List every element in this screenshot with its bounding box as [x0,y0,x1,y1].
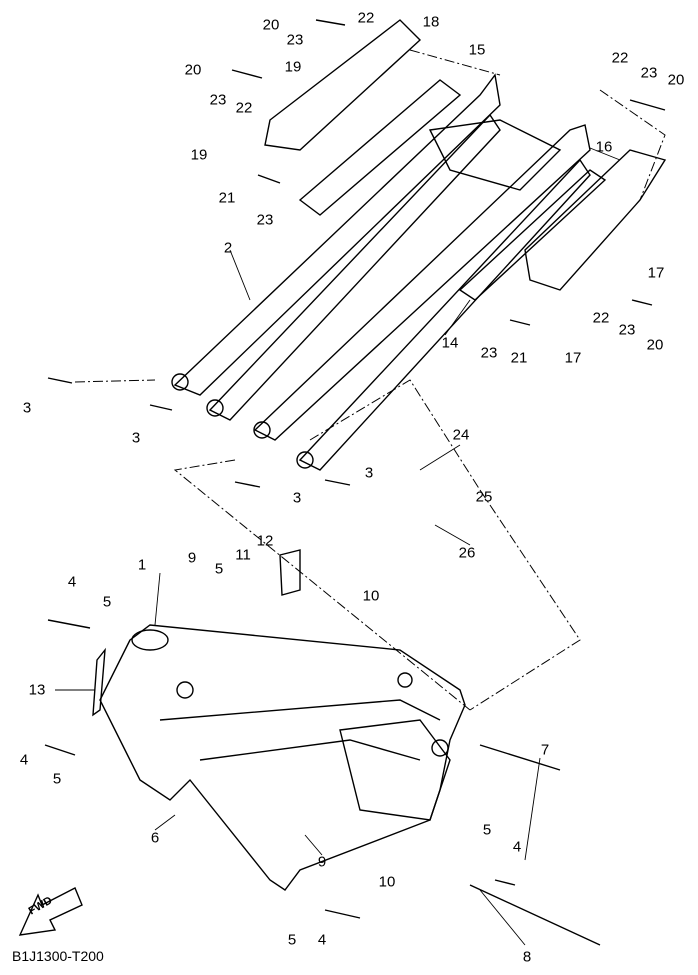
callout-number: 24 [452,426,470,444]
callout-number: 18 [422,13,440,31]
callout-number: 13 [28,681,46,699]
callout-number: 5 [482,821,492,839]
callout-number: 17 [564,349,582,367]
callout-number: 23 [209,91,227,109]
callout-number: 4 [19,751,29,769]
bolts [44,19,666,946]
callout-number: 4 [317,931,327,949]
callout-number: 5 [214,560,224,578]
callout-number: 20 [646,336,664,354]
callout-number: 19 [190,146,208,164]
callout-number: 5 [102,593,112,611]
callout-number: 7 [540,741,550,759]
callout-number: 20 [262,16,280,34]
fwd-arrow-icon [18,887,83,936]
plate-13 [92,647,106,717]
callout-number: 16 [595,138,613,156]
diagram-code: B1J1300-T200 [12,948,104,964]
callout-number: 20 [667,71,685,89]
callout-number: 23 [256,211,274,229]
callout-number: 21 [218,189,236,207]
callout-number: 22 [357,9,375,27]
callout-number: 11 [235,546,251,564]
leader-lines [74,49,666,711]
callout-number: 26 [458,544,476,562]
callout-number: 6 [150,829,160,847]
bracket-14 [458,169,607,301]
callout-number: 23 [480,344,498,362]
rear-frame-left-rail [171,73,501,421]
callout-number: 3 [22,399,32,417]
callout-number: 8 [522,948,532,966]
callout-number: 2 [223,239,233,257]
callout-number: 10 [378,873,396,891]
callout-number: 5 [287,931,297,949]
label-sticker [279,549,301,596]
callout-number: 22 [235,99,253,117]
callout-number: 20 [184,61,202,79]
callout-number: 12 [256,532,274,550]
callout-number: 4 [512,838,522,856]
callout-leaders [55,147,621,946]
callout-number: 9 [317,853,327,871]
callout-number: 23 [618,321,636,339]
callout-number: 25 [475,488,493,506]
callout-number: 15 [468,41,486,59]
callout-number: 4 [67,573,77,591]
callout-number: 1 [137,556,147,574]
callout-number: 5 [52,770,62,788]
callout-number: 17 [647,264,665,282]
callout-number: 21 [510,349,528,367]
bracket-15 [298,79,462,216]
callout-number: 3 [364,464,374,482]
grab-bar-right [524,149,667,291]
callout-number: 19 [284,58,302,76]
callout-number: 22 [592,309,610,327]
callout-number: 3 [131,429,141,447]
callout-number: 3 [292,489,302,507]
main-frame [99,624,466,891]
rear-frame-right-rail [253,124,591,471]
cross-bracket [428,119,562,191]
callout-number: 9 [187,549,197,567]
callout-number: 14 [441,334,459,352]
callout-number: 23 [640,64,658,82]
callout-number: 23 [286,31,304,49]
grab-bar-left [264,19,422,151]
callout-number: 10 [362,587,380,605]
callout-number: 22 [611,49,629,67]
